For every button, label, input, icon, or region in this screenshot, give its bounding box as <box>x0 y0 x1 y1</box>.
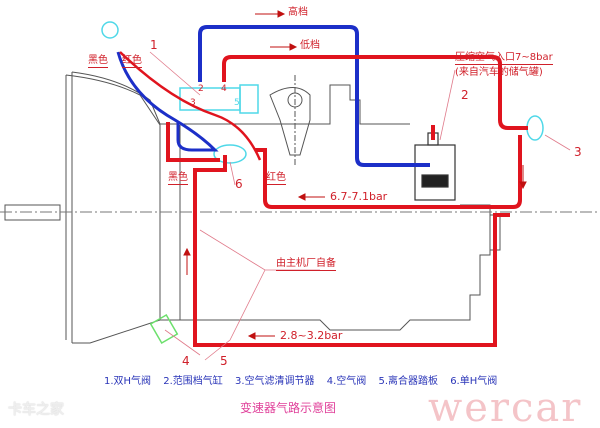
site-logo: 卡车之家 <box>8 402 64 418</box>
callout-3: 3 <box>574 145 582 159</box>
valve-port-4: 4 <box>221 84 227 94</box>
red-hose-label-top: 红色 <box>122 55 142 68</box>
red-hose-lower <box>166 122 220 162</box>
air-inlet-source-label: (来自汽车的储气罐) <box>455 67 543 78</box>
dual-h-valve-body <box>239 84 259 114</box>
low-pressure-line <box>193 155 510 347</box>
legend: 1.双H气阀 2.范围档气缸 3.空气滤清调节器 4.空气阀 5.离合器踏板 6… <box>104 376 506 388</box>
low-pressure-label: 2.8~3.2bar <box>280 329 343 342</box>
callout-1: 1 <box>150 38 158 52</box>
black-hose-label-top: 黑色 <box>88 55 108 68</box>
red-hose-label-bottom: 红色 <box>266 172 286 185</box>
legend-item: 2.范围档气缸 <box>163 376 223 387</box>
main-pressure-line <box>255 135 522 209</box>
transmission-housing <box>0 71 600 344</box>
low-gear-air-line <box>222 55 528 130</box>
air-inlet-label: 压缩空气入口7~8bar <box>455 52 553 65</box>
legend-item: 3.空气滤清调节器 <box>234 376 315 387</box>
valve-port-5: 5 <box>234 98 240 108</box>
watermark: wercar <box>428 385 583 428</box>
oem-supplied-label: 由主机厂自备 <box>276 258 336 271</box>
legend-item: 5.离合器踏板 <box>378 376 438 387</box>
low-gear-label: 低档 <box>300 40 320 51</box>
valve-port-2: 2 <box>198 84 204 94</box>
dual-h-valve <box>179 87 241 111</box>
black-hose-label-bottom: 黑色 <box>168 172 188 185</box>
legend-item: 6.单H气阀 <box>450 376 498 387</box>
callout-5: 5 <box>220 354 228 368</box>
blue-hose <box>116 51 219 152</box>
callout-6: 6 <box>235 177 243 191</box>
clutch-pedal-valve <box>149 313 179 345</box>
legend-item: 1.双H气阀 <box>104 376 152 387</box>
range-cylinder <box>414 132 456 201</box>
callout-2: 2 <box>461 88 469 102</box>
air-filter-regulator <box>526 115 544 141</box>
valve-top <box>101 21 119 39</box>
diagram-title: 变速器气路示意图 <box>240 401 337 415</box>
high-gear-label: 高档 <box>288 7 308 18</box>
callout-4: 4 <box>182 354 190 368</box>
valve-port-3: 3 <box>190 98 196 108</box>
legend-item: 4.空气阀 <box>326 376 367 387</box>
red-hose <box>119 51 262 161</box>
high-gear-air-line <box>198 25 430 167</box>
high-pressure-label: 6.7-7.1bar <box>330 190 388 203</box>
